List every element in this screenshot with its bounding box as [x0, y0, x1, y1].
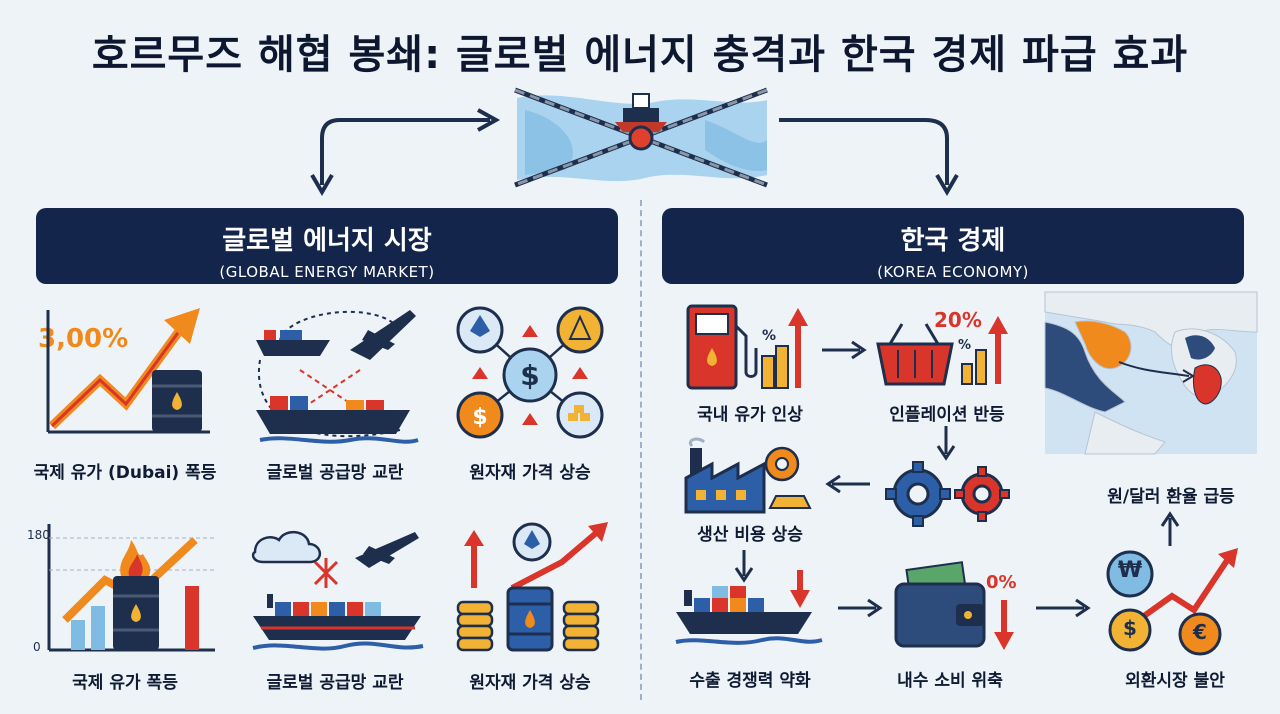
consumption-percent-badge: 0% [986, 572, 1017, 593]
cargo-ship-icon [256, 330, 330, 356]
dollar-symbol: $ [1123, 616, 1137, 640]
lock-node-icon [628, 125, 654, 151]
container-ship-icon-2 [252, 594, 424, 651]
korea-economy-title: 한국 경제 [900, 226, 1006, 256]
strait-chain-illustration [514, 87, 768, 188]
domestic-consumption-label: 내수 소비 위축 [897, 671, 1003, 691]
inflation-percent-badge: 20% [934, 308, 982, 332]
disrupted-supply-icon [251, 531, 424, 651]
fuel-price-card: % [680, 298, 820, 398]
airplane-icon-2 [355, 532, 419, 568]
burning-barrel-icon [113, 540, 159, 650]
axis-bottom-label: 0 [33, 640, 41, 654]
flow-arrow-left-1 [825, 474, 870, 494]
dollar-center-icon [502, 347, 558, 403]
supply-chain-icon [256, 310, 419, 444]
oil-percent-badge: 3,00% [38, 324, 129, 354]
disruption-burst-icon [313, 558, 339, 588]
flow-arrow-down-1 [936, 426, 956, 461]
section-divider [640, 200, 642, 700]
container-ship-icon [256, 396, 419, 444]
rising-arrow-icon [1106, 548, 1238, 656]
oil-barrel-icon-2 [506, 586, 554, 652]
euro-symbol: € [1193, 620, 1207, 644]
flow-arrow-right-2 [838, 598, 883, 618]
svg-text:$: $ [520, 359, 539, 392]
gold-coin-icon [556, 306, 604, 354]
factory-icon [684, 437, 812, 514]
global-market-subtitle: (GLOBAL ENERGY MARKET) [219, 263, 435, 281]
global-market-banner: 글로벌 에너지 시장 (GLOBAL ENERGY MARKET) [36, 208, 618, 284]
supply-chain-label: 글로벌 공급망 교란 [266, 463, 404, 483]
storm-cloud-icon [251, 531, 321, 564]
oil-price-surge-label: 국제 유가 (Dubai) 폭등 [33, 463, 217, 483]
korea-economy-subtitle: (KOREA ECONOMY) [877, 263, 1029, 281]
fuel-percent-badge: % [762, 328, 777, 344]
commodity-stack-icon [456, 522, 608, 652]
global-market-title: 글로벌 에너지 시장 [222, 226, 432, 256]
supply-chain-label-2: 글로벌 공급망 교란 [266, 673, 404, 693]
flow-arrow-right-1 [822, 340, 867, 360]
domestic-fuel-label: 국내 유가 인상 [697, 405, 803, 425]
flow-arrow-up-1 [1160, 511, 1180, 546]
page-title: 호르무즈 해협 봉쇄: 글로벌 에너지 충격과 한국 경제 파급 효과 [91, 32, 1189, 78]
oil-fire-chart-icon [47, 524, 215, 652]
consumption-card: 0% [890, 560, 1030, 660]
gears-icon [885, 461, 1010, 527]
dollar-coin-icon-2 [1108, 608, 1152, 652]
coin-stack-icon [456, 600, 600, 652]
svg-text:$: $ [472, 405, 487, 430]
forex-market-label: 외환시장 불안 [1125, 671, 1225, 691]
export-competitiveness-label: 수출 경쟁력 약화 [689, 671, 811, 691]
oil-price-surge-card: 3,00% [30, 300, 220, 450]
commodity-price-label-2: 원자재 가격 상승 [469, 673, 591, 693]
wallet-icon [894, 561, 1014, 650]
oil-barrel-icon [152, 370, 202, 432]
commodity-price-label: 원자재 가격 상승 [469, 463, 591, 483]
dollar-coin-icon [456, 391, 504, 439]
axis-top-label: 180 [27, 528, 50, 542]
commodity-network-icon: $ $ [456, 306, 604, 439]
oil-fire-chart-card: 180 0 [25, 520, 225, 660]
export-ship-icon [675, 570, 823, 645]
fuel-pump-icon [686, 304, 808, 390]
forex-card: ₩ $ € [1100, 546, 1250, 662]
flow-arrow-down-2 [734, 550, 754, 583]
rising-chart-icon [46, 308, 210, 434]
won-symbol: ₩ [1117, 558, 1143, 583]
arrow-to-global [310, 108, 501, 196]
airplane-icon [350, 310, 416, 360]
oil-surge-label-2: 국제 유가 폭등 [72, 673, 178, 693]
production-cost-label: 생산 비용 상승 [697, 525, 803, 545]
gold-bar-icon [768, 495, 812, 509]
inflation-small-percent: % [958, 338, 972, 353]
route-map-icon [1044, 291, 1258, 455]
flow-arrow-right-3 [1036, 598, 1091, 618]
inflation-card: 20% % [872, 298, 1022, 398]
arrow-to-korea [779, 118, 959, 196]
inflation-label: 인플레이션 반등 [889, 405, 1005, 425]
korea-economy-banner: 한국 경제 (KOREA ECONOMY) [662, 208, 1244, 284]
gear-small-icon [764, 446, 800, 482]
euro-coin-icon [1178, 612, 1222, 656]
ship-icon [615, 93, 667, 132]
shopping-basket-icon [876, 316, 1008, 386]
exchange-rate-label: 원/달러 환율 급등 [1107, 487, 1235, 507]
won-coin-icon [1106, 550, 1154, 598]
